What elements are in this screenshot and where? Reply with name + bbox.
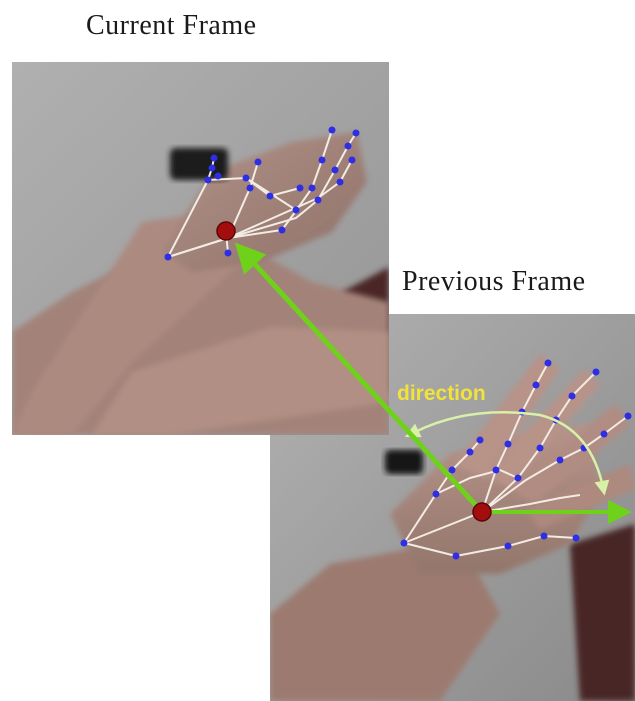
current-frame-image <box>12 62 389 435</box>
previous-frame-label: Previous Frame <box>402 266 586 298</box>
current-frame-scene <box>12 62 389 435</box>
current-frame-label: Current Frame <box>86 10 257 42</box>
